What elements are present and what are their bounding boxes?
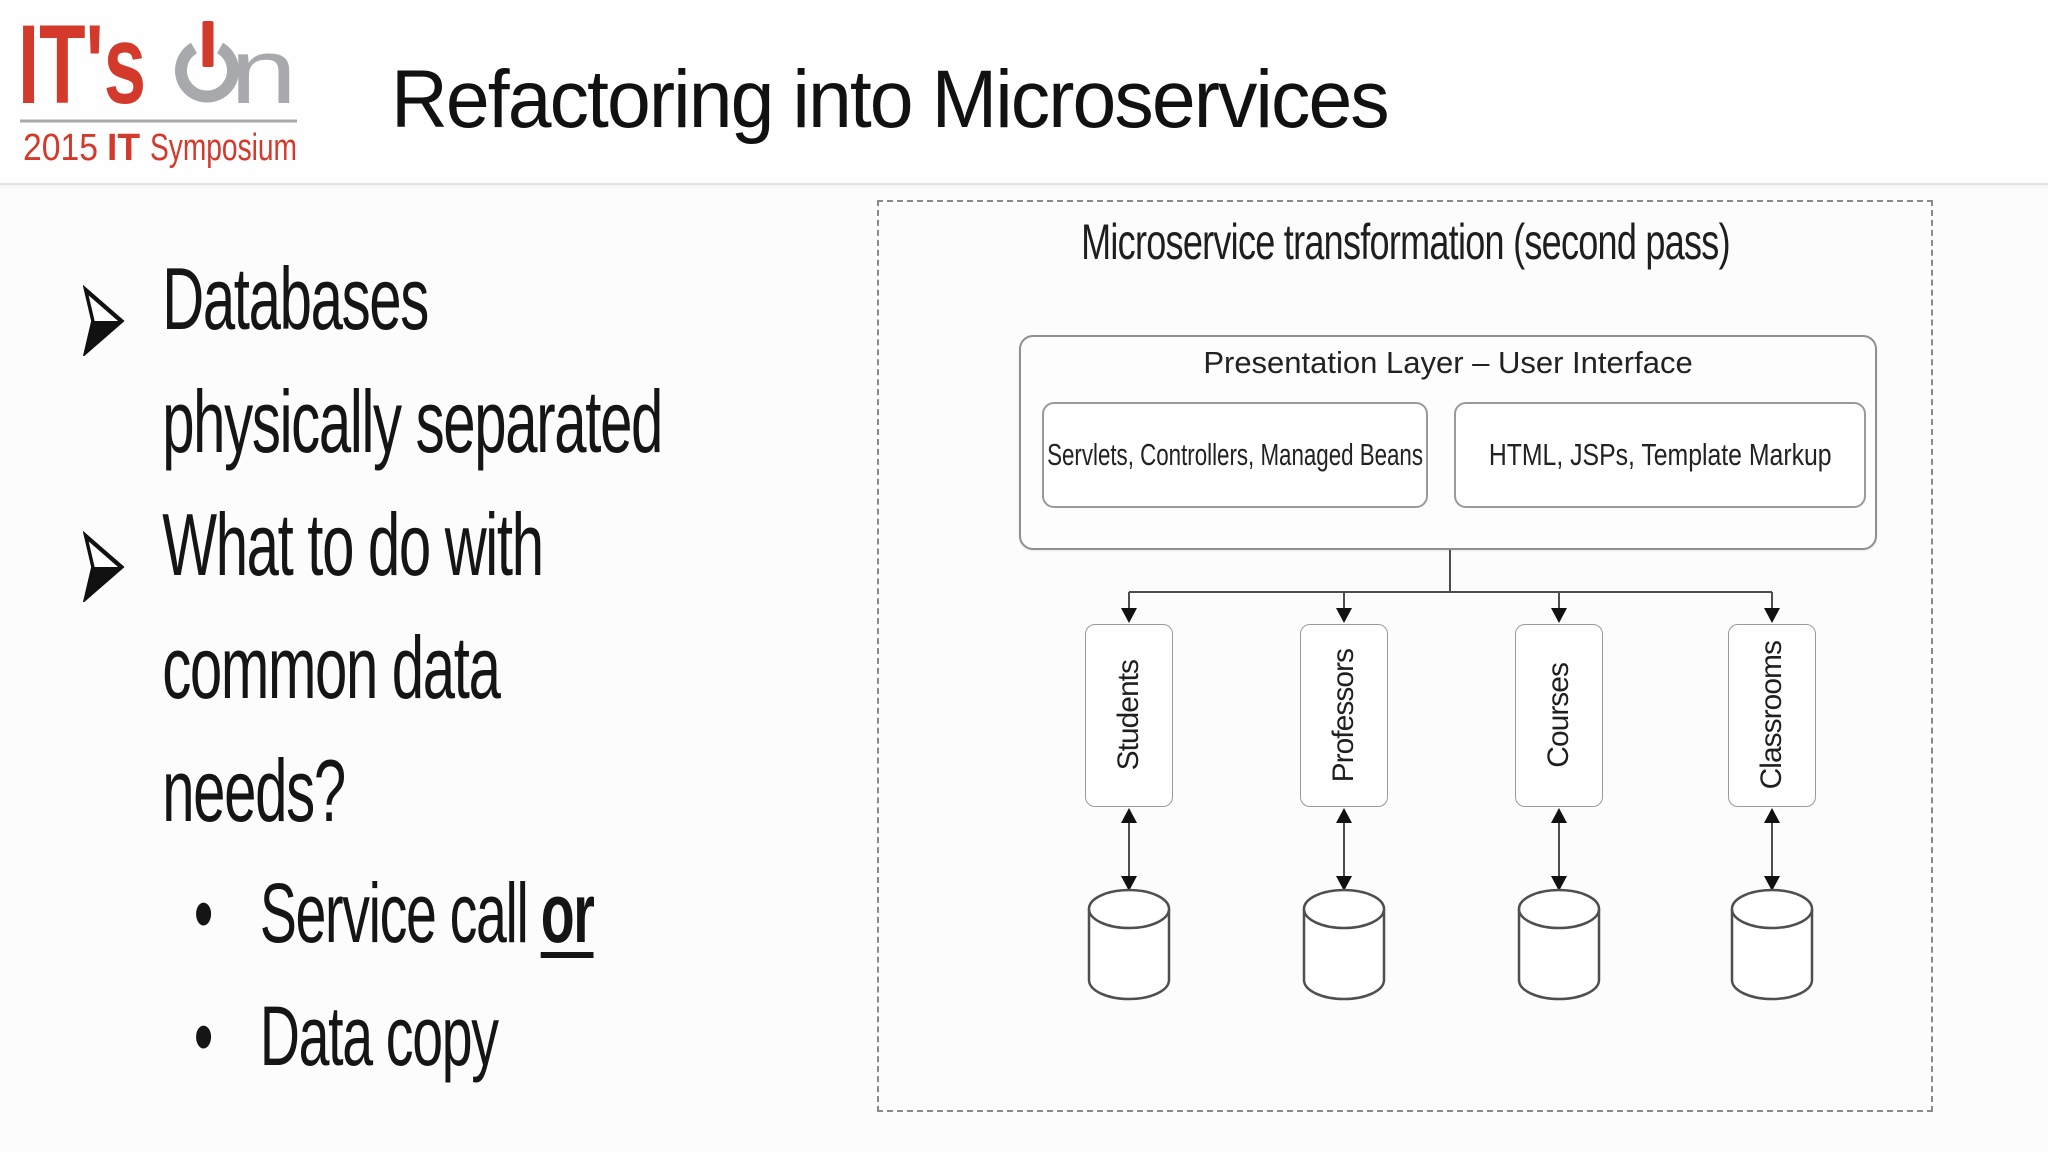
html-jsps-box: HTML, JSPs, Template Markup <box>1454 402 1866 508</box>
service-box-classrooms: Classrooms <box>1728 624 1816 807</box>
diagram-title: Microservice transformation (second pass… <box>1080 214 1730 270</box>
presentation-layer-box: Presentation Layer – User Interface Serv… <box>1019 335 1877 550</box>
service-box-professors: Professors <box>1300 624 1388 807</box>
arrowhead-bullet-icon <box>82 237 162 483</box>
emphasized-or: or <box>540 866 595 960</box>
database-cylinder-icon <box>1730 888 1814 1001</box>
header-band <box>0 0 2048 183</box>
dot-bullet-icon: • <box>193 866 213 960</box>
bullet-text: Databases physically separated <box>162 249 663 471</box>
logo-tagline: 2015 IT Symposium <box>23 127 297 169</box>
diagram-connectors <box>1087 550 1814 1001</box>
its-on-symposium-logo: IT's n 2015 IT Symposium <box>18 8 297 169</box>
list-item: Databases physically separated <box>82 237 680 483</box>
list-item: What to do with common data needs? <box>82 483 680 852</box>
database-cylinder-icon <box>1517 888 1601 1001</box>
service-box-students: Students <box>1085 624 1173 807</box>
presentation-layer-label: Presentation Layer – User Interface <box>1203 345 1693 380</box>
dot-bullet-icon: • <box>193 989 213 1083</box>
list-item: • Data copy <box>191 975 680 1098</box>
header-divider <box>0 183 2048 185</box>
logo-its-text: IT's <box>18 8 146 127</box>
logo-on-letter: n <box>230 21 297 123</box>
bullet-text: What to do with common data needs? <box>162 495 544 840</box>
bullet-list: Databases physically separated What to d… <box>82 237 680 1098</box>
arrowhead-bullet-icon <box>82 483 162 852</box>
sub-bullet-text: Data copy <box>259 989 499 1083</box>
page-title: Refactoring into Microservices <box>391 54 1390 145</box>
microservice-diagram: Microservice transformation (second pass… <box>877 200 1933 1112</box>
servlets-controllers-box: Servlets, Controllers, Managed Beans <box>1042 402 1428 508</box>
power-icon <box>175 21 239 103</box>
database-cylinder-icon <box>1087 888 1171 1001</box>
database-cylinder-icon <box>1302 888 1386 1001</box>
service-box-courses: Courses <box>1515 624 1603 807</box>
arrowheads <box>1121 608 1780 891</box>
